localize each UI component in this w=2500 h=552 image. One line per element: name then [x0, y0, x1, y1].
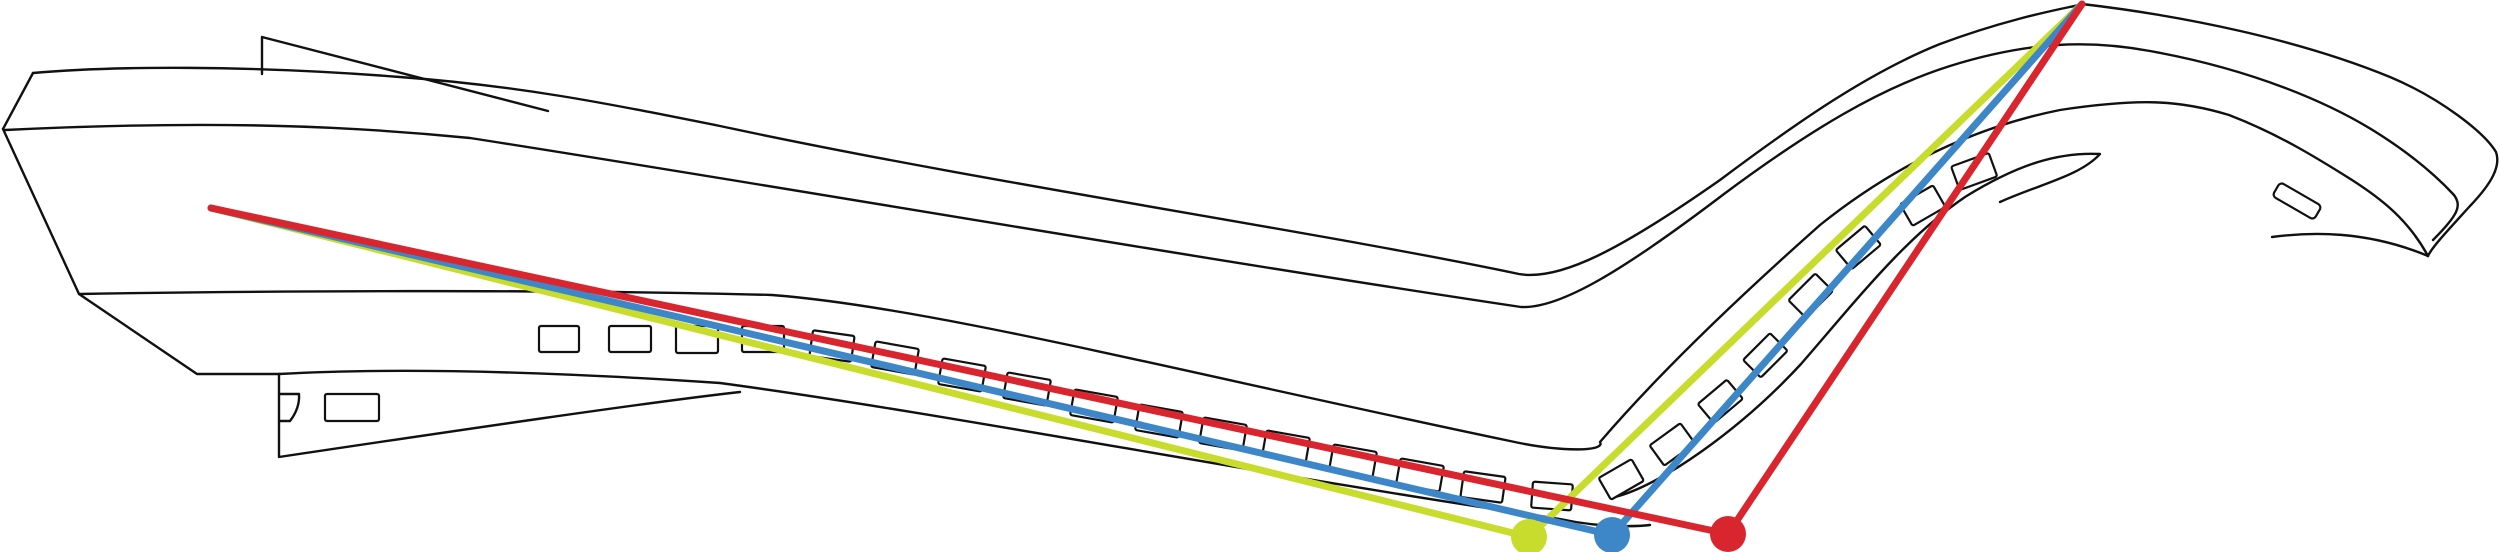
blue-endpoint-dot [1594, 517, 1630, 552]
window-lower-left [323, 392, 381, 423]
right-tail-piece [2270, 232, 2430, 258]
upper-second-surface [3, 43, 2459, 309]
red-endpoint-dot [1710, 516, 1746, 552]
upper-top-surface [31, 2, 2499, 277]
window-17 [1598, 458, 1645, 501]
window-19 [1697, 379, 1744, 424]
window-tail [2272, 182, 2322, 220]
yellow-endpoint-dot [1511, 519, 1547, 552]
route-markers [1511, 516, 1746, 552]
lower-bottom-surface [277, 369, 1652, 528]
window-lower-left-edge [277, 392, 301, 423]
lower-wing-underside [277, 372, 742, 459]
middle-lower-edge [77, 101, 2430, 451]
left-nose-upper [1, 71, 35, 131]
window-2 [607, 324, 653, 354]
deck-structure [1, 2, 2499, 528]
left-nose-lower [1, 127, 281, 376]
upper-left-fin [260, 35, 550, 113]
window-1 [537, 324, 581, 354]
